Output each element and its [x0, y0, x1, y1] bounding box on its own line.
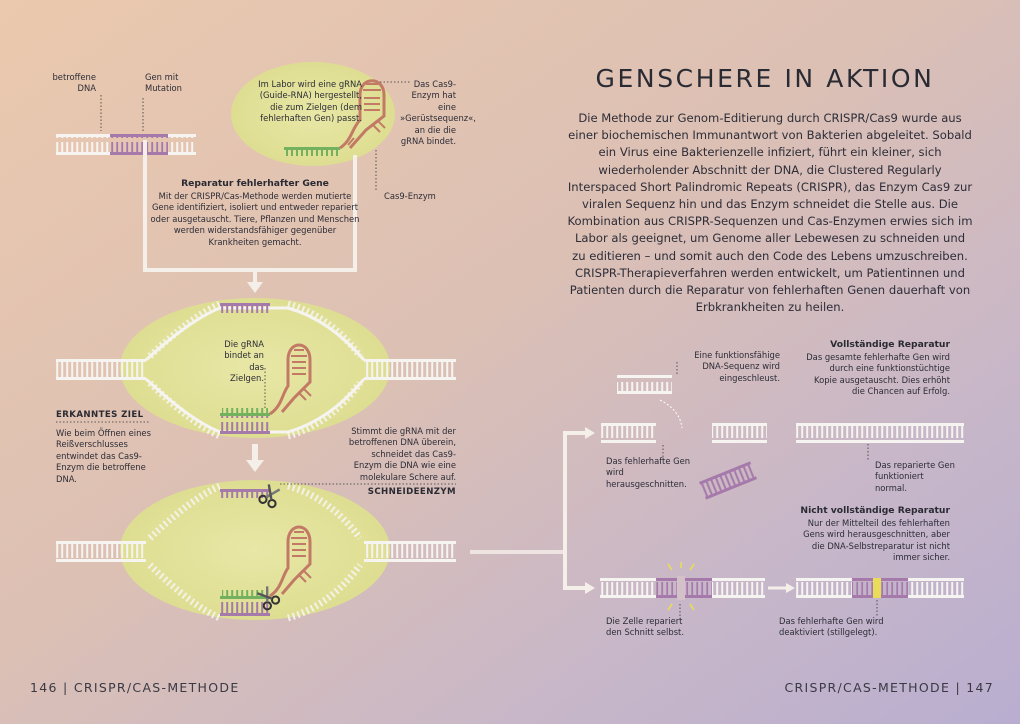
- label-gene-mutation: Gen mit Mutation: [145, 72, 182, 94]
- cut-text: Stimmt die gRNA mit der betroffenen DNA …: [348, 426, 456, 482]
- label-lab-grna: Im Labor wird eine gRNA (Guide-RNA) herg…: [258, 79, 362, 124]
- label-grna-binds: Die gRNA bindet an das Zielgen.: [224, 339, 264, 384]
- footer-separator: |: [63, 680, 69, 695]
- page-title: GENSCHERE IN AKTION: [595, 64, 935, 93]
- page-number-right: 147: [966, 680, 994, 695]
- label-cas9-enzyme: Cas9-Enzym: [384, 191, 436, 201]
- cell-cutting: [56, 480, 456, 622]
- partial-repair-title: Nicht vollständige Reparatur: [800, 505, 950, 516]
- cell-target-recognition: [56, 298, 456, 440]
- label-self-repair: Die Zelle repariert den Schnitt selbst.: [606, 616, 685, 638]
- dna-cut-left: [601, 423, 656, 443]
- page-number-left: 146: [30, 680, 58, 695]
- footer-separator: |: [955, 680, 961, 695]
- partial-repair-text: Nur der Mittelteil des fehlerhaften Gens…: [803, 518, 950, 563]
- dna-strand-affected: [56, 134, 196, 155]
- label-gene-cut-out: Das fehlerhafte Gen wird herausgeschnitt…: [606, 456, 691, 489]
- repair-title: Reparatur fehlerhafter Gene: [181, 178, 329, 189]
- label-cas9-scaffold: Das Cas9-Enzym hat eine »Gerüstsequenz«,…: [400, 79, 476, 147]
- dna-new-sequence: [617, 375, 672, 394]
- label-affected-dna: betroffene DNA: [52, 72, 96, 94]
- repair-text: Mit der CRISPR/Cas-Methode werden mutier…: [150, 191, 360, 247]
- gene-removed: [699, 461, 758, 500]
- spark-icon: [667, 562, 695, 611]
- intro-text: Die Methode zur Genom-Editierung durch C…: [567, 111, 973, 315]
- dna-cut-right: [712, 423, 767, 443]
- label-repaired: Das reparierte Gen funktioniert normal.: [875, 460, 955, 493]
- label-deactivated: Das fehlerhafte Gen wird deaktiviert (st…: [779, 616, 884, 638]
- dna-partial-cut: [600, 576, 765, 600]
- grna-lab-ellipse: [231, 62, 395, 166]
- dna-repaired: [796, 423, 964, 443]
- footer-left: 146 | CRISPR/CAS-METHODE: [30, 680, 240, 695]
- target-text: Wie beim Öffnen eines Reißverschlusses e…: [56, 428, 151, 484]
- target-heading: ERKANNTES ZIEL: [56, 410, 144, 420]
- dna-deactivated: [796, 578, 964, 598]
- footer-section-right: CRISPR/CAS-METHODE: [784, 680, 951, 695]
- footer-section-left: CRISPR/CAS-METHODE: [73, 680, 240, 695]
- full-repair-title: Vollständige Reparatur: [830, 339, 950, 350]
- label-new-sequence: Eine funktionsfähige DNA-Sequenz wird ei…: [694, 350, 780, 383]
- cut-heading: SCHNEIDEENZYM: [367, 487, 456, 497]
- footer-right: CRISPR/CAS-METHODE | 147: [700, 680, 994, 695]
- full-repair-text: Das gesamte fehlerhafte Gen wird durch e…: [806, 352, 950, 397]
- grna-hairpin-top: [284, 79, 386, 156]
